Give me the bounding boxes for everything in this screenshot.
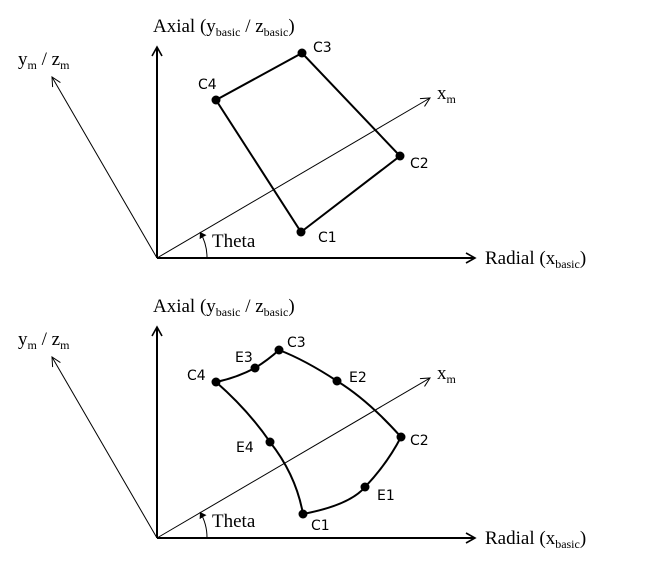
node-c1: C1 bbox=[298, 509, 330, 534]
diagram-curved-element: Axial (ybasic / zbasic) Radial (xbasic) … bbox=[18, 296, 586, 551]
svg-text:E4: E4 bbox=[236, 440, 254, 456]
node-c3: C3 bbox=[297, 40, 332, 58]
svg-text:C2: C2 bbox=[410, 156, 429, 172]
node-c2: C2 bbox=[396, 432, 429, 449]
node-c4: C4 bbox=[198, 77, 221, 105]
ym-zm-label: ym / zm bbox=[18, 329, 70, 352]
diagram-straight-element: Axial (ybasic / zbasic) Radial (xbasic) … bbox=[18, 16, 586, 271]
theta-label: Theta bbox=[212, 511, 256, 532]
svg-text:C4: C4 bbox=[198, 77, 217, 93]
theta-arc bbox=[199, 511, 208, 539]
svg-text:E3: E3 bbox=[235, 350, 253, 366]
node-e2: E2 bbox=[332, 370, 367, 386]
node-c1: C1 bbox=[296, 227, 337, 246]
ym-axis bbox=[51, 76, 158, 259]
radial-axis-label: Radial (xbasic) bbox=[485, 248, 586, 271]
node-e3: E3 bbox=[235, 350, 260, 373]
axial-axis-label: Axial (ybasic / zbasic) bbox=[153, 296, 295, 319]
axial-axis-label: Axial (ybasic / zbasic) bbox=[153, 16, 295, 39]
svg-text:E1: E1 bbox=[377, 488, 395, 504]
radial-axis-label: Radial (xbasic) bbox=[485, 528, 586, 551]
svg-text:E2: E2 bbox=[349, 370, 367, 386]
svg-text:C3: C3 bbox=[287, 335, 306, 351]
theta-label: Theta bbox=[212, 231, 256, 252]
svg-text:C3: C3 bbox=[313, 40, 332, 56]
ym-axis bbox=[51, 356, 158, 539]
xm-label: xm bbox=[437, 363, 457, 386]
svg-text:C1: C1 bbox=[311, 518, 330, 534]
svg-text:C4: C4 bbox=[187, 368, 206, 384]
xm-axis bbox=[156, 377, 431, 539]
xm-axis bbox=[156, 97, 431, 259]
svg-text:C1: C1 bbox=[318, 230, 337, 246]
straight-element-outline bbox=[214, 51, 402, 234]
xm-label: xm bbox=[437, 83, 457, 106]
ym-zm-label: ym / zm bbox=[18, 49, 70, 72]
node-c2: C2 bbox=[395, 151, 429, 172]
node-c4: C4 bbox=[187, 368, 221, 387]
node-e4: E4 bbox=[236, 437, 275, 456]
theta-arc bbox=[199, 231, 208, 259]
node-c3: C3 bbox=[274, 335, 306, 355]
node-e1: E1 bbox=[360, 482, 395, 504]
svg-text:C2: C2 bbox=[410, 433, 429, 449]
curved-element-outline bbox=[213, 348, 403, 516]
